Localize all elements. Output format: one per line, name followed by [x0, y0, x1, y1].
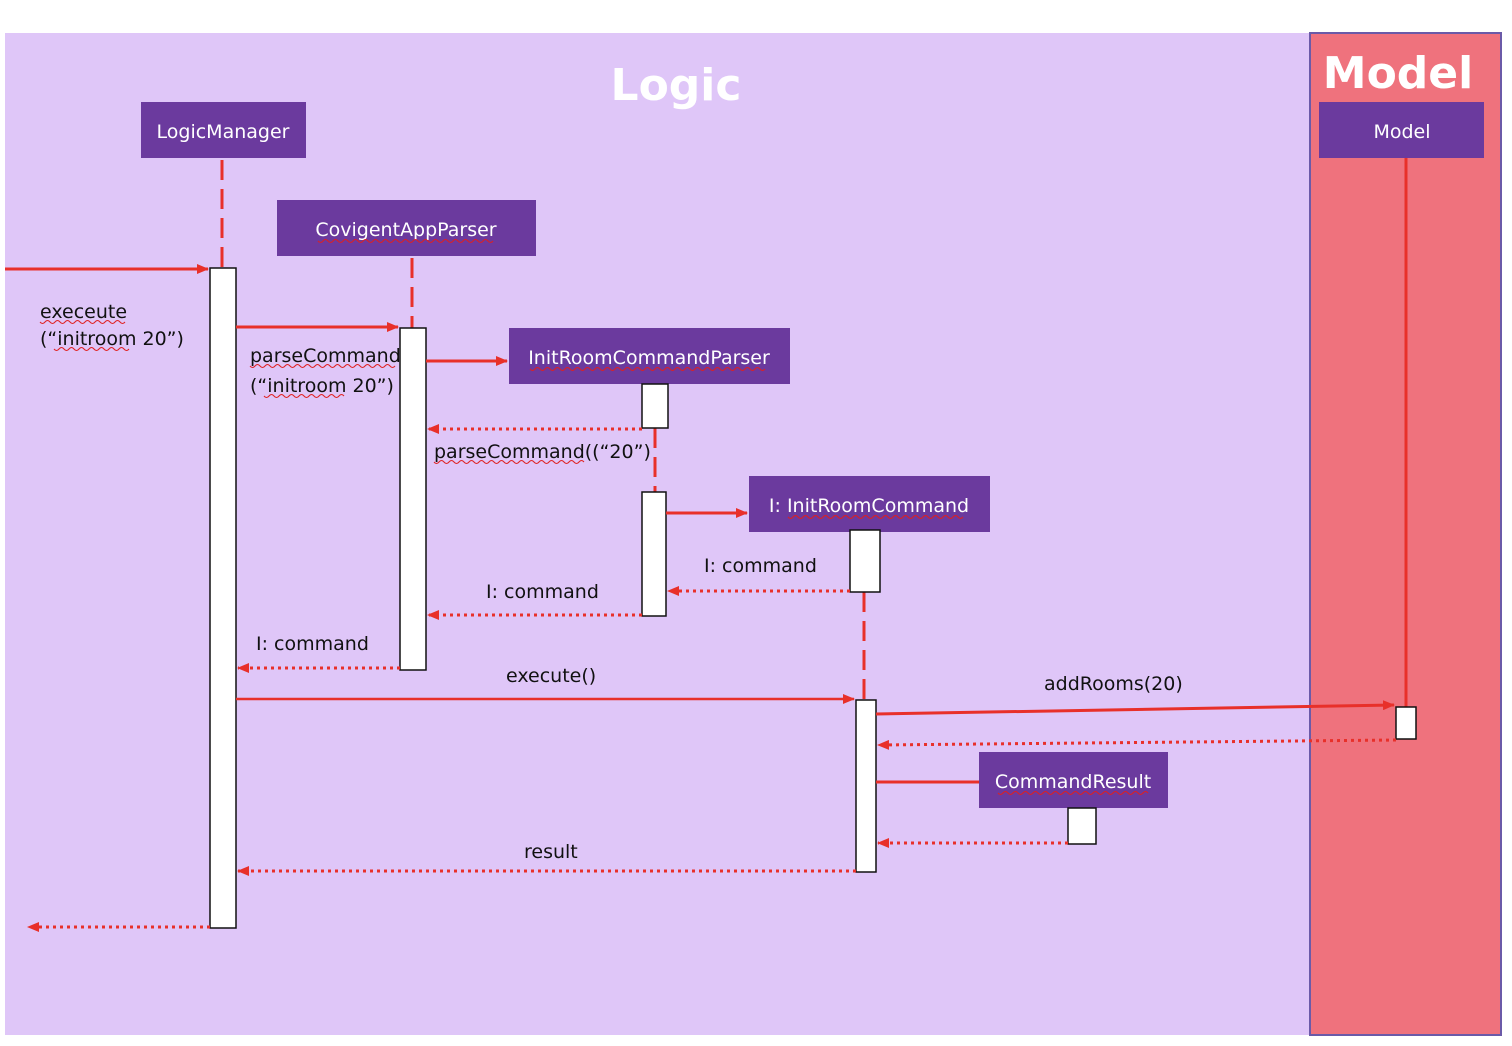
model-lane-title: Model	[1323, 48, 1473, 99]
label-execute-call: execute()	[506, 665, 596, 687]
label-return-command-lm: I: command	[256, 633, 369, 655]
activation-parser	[399, 327, 427, 671]
spellcheck-underline	[529, 367, 766, 371]
activation-init-room-command-2	[855, 699, 877, 873]
activation-command-result	[1067, 807, 1097, 845]
spellcheck-underline	[433, 460, 585, 464]
arrow-add-rooms	[875, 700, 1395, 716]
participant-model	[1319, 102, 1484, 158]
activation-logic-manager	[209, 267, 237, 929]
participant-command-result	[979, 752, 1168, 808]
label-result: result	[524, 841, 578, 863]
participant-model-label: Model	[1373, 121, 1430, 143]
participant-init-room-parser-label: InitRoomCommandParser	[528, 347, 770, 369]
spellcheck-underline	[249, 364, 396, 368]
label-parse-line2: (“initroom 20”)	[250, 375, 394, 397]
participant-logic-manager	[141, 102, 306, 158]
participant-init-room-parser	[509, 328, 790, 384]
label-return-command-irc: I: command	[704, 555, 817, 577]
activation-init-room-parser-1	[641, 383, 669, 429]
spellcheck-underline	[53, 347, 130, 351]
label-add-rooms: addRooms(20)	[1044, 673, 1183, 695]
label-parse-inner: parseCommand((“20”)	[434, 441, 651, 463]
participant-parser	[277, 200, 536, 256]
spellcheck-underline	[997, 791, 1149, 795]
participant-init-room-command	[749, 476, 990, 532]
label-parse-line1: parseCommand	[250, 345, 401, 367]
activation-init-room-command-1	[849, 529, 881, 593]
label-return-command-parser: I: command	[486, 581, 599, 603]
activation-model	[1395, 706, 1417, 740]
participant-command-result-label: CommandResult	[995, 771, 1151, 793]
participant-parser-label: CovigentAppParser	[315, 219, 496, 241]
label-execute-line1: execeute	[40, 301, 127, 323]
spellcheck-underline	[263, 394, 345, 398]
spellcheck-underline	[787, 515, 964, 519]
participant-init-room-command-label: I: InitRoomCommand	[769, 495, 969, 517]
return-model	[877, 738, 1397, 750]
logic-lane-title: Logic	[611, 60, 742, 111]
participant-logic-manager-label: LogicManager	[157, 121, 290, 143]
spellcheck-underline	[39, 320, 126, 324]
activation-init-room-parser-2	[641, 491, 667, 617]
label-execute-line2: (“initroom 20”)	[40, 328, 184, 350]
spellcheck-underline	[317, 239, 494, 243]
